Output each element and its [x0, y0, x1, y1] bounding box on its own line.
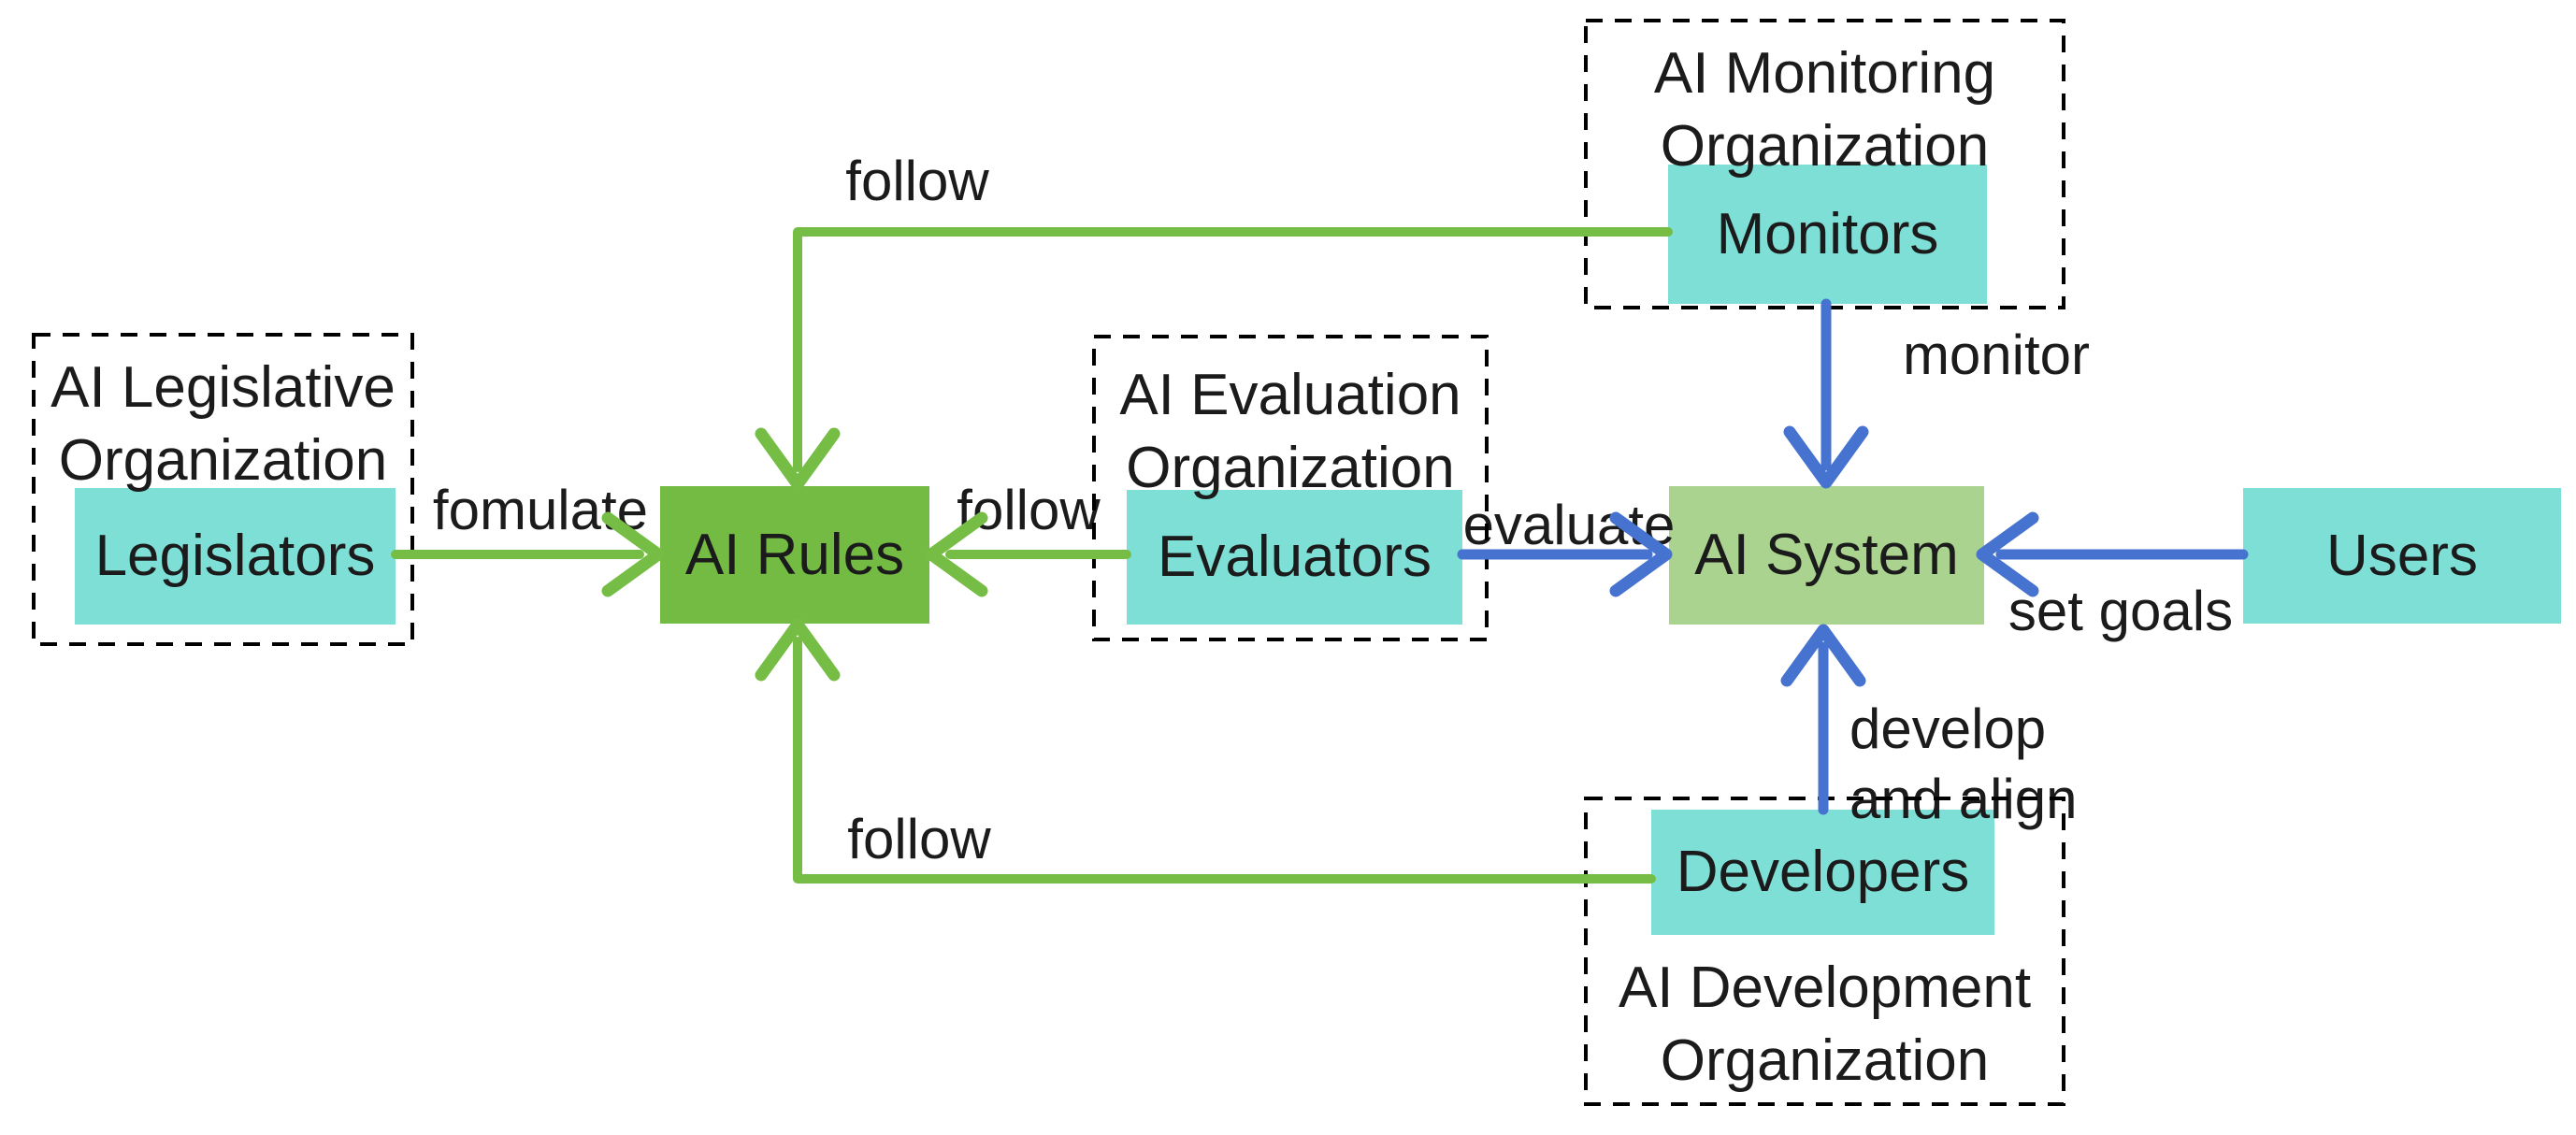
- node-monitors: Monitors: [1668, 165, 1987, 304]
- node-monitors-label: Monitors: [1716, 201, 1939, 266]
- org-development-line2: Organization: [1660, 1027, 1990, 1093]
- org-label-legislative: AI Legislative Organization: [34, 352, 412, 496]
- node-legislators: Legislators: [75, 488, 396, 625]
- node-ai-rules: AI Rules: [660, 486, 929, 624]
- org-evaluation-line1: AI Evaluation: [1119, 363, 1461, 427]
- edge-label-develop-and-align: develop and align: [1849, 694, 2149, 834]
- org-development-line1: AI Development: [1618, 955, 2032, 1020]
- org-legislative-line1: AI Legislative: [50, 355, 396, 420]
- develop-align-line2: and align: [1849, 768, 2078, 830]
- edge-label-monitor: monitor: [1902, 323, 2091, 386]
- node-users: Users: [2243, 488, 2561, 624]
- edge-label-evaluate: evaluate: [1462, 494, 1676, 556]
- node-ai-system-label: AI System: [1694, 523, 1959, 587]
- edge-label-follow-evaluators: follow: [957, 479, 1101, 541]
- develop-align-line1: develop: [1849, 697, 2047, 760]
- edge-label-follow-monitors: follow: [845, 150, 989, 212]
- node-legislators-label: Legislators: [94, 524, 376, 588]
- node-ai-rules-label: AI Rules: [684, 522, 905, 587]
- edge-label-set-goals: set goals: [2008, 580, 2234, 642]
- org-legislative-line2: Organization: [58, 427, 388, 493]
- org-monitoring-line1: AI Monitoring: [1653, 41, 1996, 106]
- edge-label-fomulate: fomulate: [432, 479, 649, 541]
- org-label-development: AI Development Organization: [1586, 952, 2064, 1097]
- node-developers-label: Developers: [1676, 840, 1970, 904]
- org-monitoring-line2: Organization: [1660, 113, 1990, 179]
- edge-label-follow-developers: follow: [847, 808, 991, 870]
- org-label-monitoring: AI Monitoring Organization: [1586, 37, 2064, 182]
- node-evaluators-label: Evaluators: [1158, 524, 1432, 589]
- node-ai-system: AI System: [1669, 486, 1984, 625]
- node-users-label: Users: [2326, 523, 2478, 588]
